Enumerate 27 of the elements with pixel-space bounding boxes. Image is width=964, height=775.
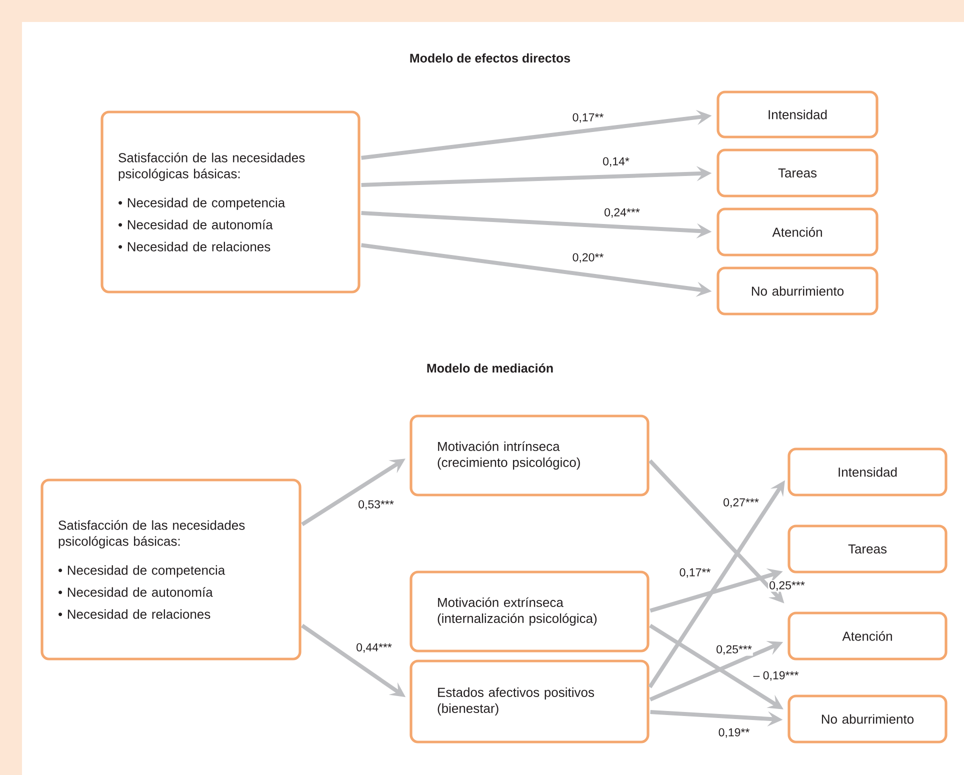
process-box: Satisfacción de las necesidades psicológicas básicas: • Necesidad de competencia • Necesidad de autonomía • Necesidad de relaciones xyxy=(40,478,302,660)
process-box: Intensidad xyxy=(716,90,878,138)
process-box: Intensidad xyxy=(788,448,948,496)
edge-label: 0,53*** xyxy=(357,499,395,511)
edge-label: 0,25*** xyxy=(715,644,753,656)
edge-label: 0,17** xyxy=(678,567,712,579)
process-box: No aburrimiento xyxy=(788,694,948,744)
edge-label: 0,19** xyxy=(717,727,751,739)
edge-label: 0,27*** xyxy=(722,497,760,509)
edge-label: 0,17** xyxy=(571,112,605,124)
edge-label: 0,25*** xyxy=(768,580,806,592)
process-box: Satisfacción de las necesidades psicológicas básicas: • Necesidad de competencia • Necesidad de autonomía • Necesidad de relaciones xyxy=(100,110,360,294)
edge-label: – 0,19*** xyxy=(752,670,800,682)
edge-label: 0,44*** xyxy=(355,642,393,654)
heading: Modelo de mediación xyxy=(427,363,553,373)
process-box: Atención xyxy=(788,612,948,660)
heading: Modelo de efectos directos xyxy=(410,53,570,63)
process-box: Atención xyxy=(716,208,878,256)
edge-label: 0,14* xyxy=(602,156,630,168)
process-box: No aburrimiento xyxy=(716,266,878,316)
edge-label: 0,24*** xyxy=(603,207,641,219)
process-box: Motivación extrínseca (internalización psicológica) xyxy=(410,570,650,652)
process-box: Motivación intrínseca (crecimiento psicológico) xyxy=(410,414,650,496)
process-box: Tareas xyxy=(716,148,878,198)
process-box: Tareas xyxy=(788,524,948,574)
edge-label: 0,20** xyxy=(571,252,605,264)
process-box: Estados afectivos positivos (bienestar) xyxy=(410,660,650,744)
